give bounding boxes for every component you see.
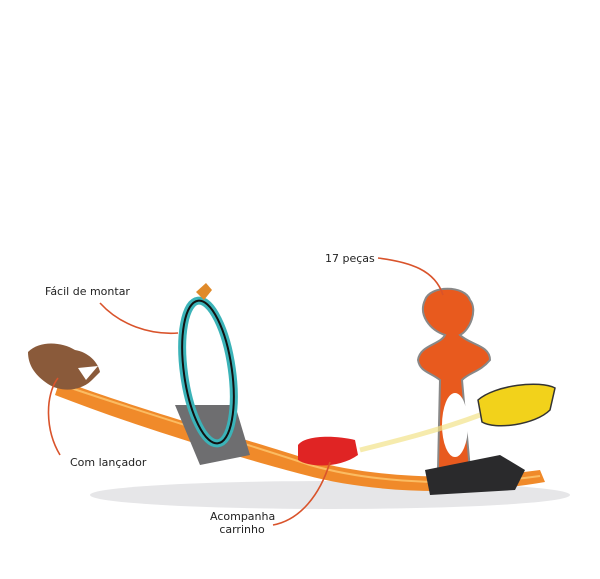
callout-line-pieces: [377, 257, 444, 296]
volcano: [416, 287, 492, 471]
red-car: [298, 436, 358, 466]
callout-line-easy-assembly: [99, 302, 179, 335]
loop-topper: [196, 283, 212, 300]
callout-line-car: [272, 461, 331, 526]
callout-car-line1: Acompanha: [210, 510, 276, 523]
dinosaur-teeth: [78, 366, 98, 380]
loop-inner-line: [181, 299, 235, 445]
callout-pieces: 17 peças: [325, 252, 375, 265]
callout-line-launcher: [47, 377, 61, 456]
yellow-car: [477, 383, 556, 427]
speed-trail: [359, 412, 481, 453]
volcano-base: [425, 455, 525, 495]
callout-car-line2: carrinho: [219, 523, 265, 536]
callout-car-included: Acompanha carrinho: [210, 510, 276, 536]
callout-launcher: Com lançador: [70, 456, 147, 469]
dinosaur-launcher: [28, 343, 100, 390]
callout-easy-assembly: Fácil de montar: [45, 285, 130, 298]
